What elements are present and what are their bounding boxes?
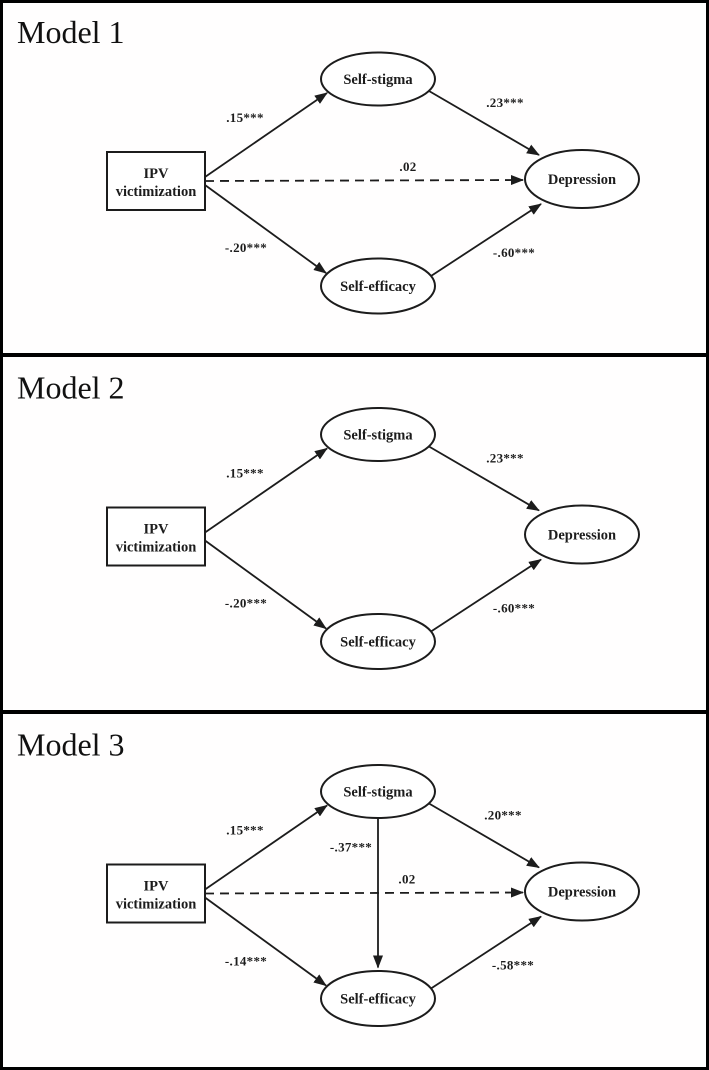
- self-stigma-label: Self-stigma: [343, 72, 413, 88]
- ipv-victimization-box: [106, 863, 206, 924]
- coef-ipv-to-depression-direct: .02: [398, 872, 415, 887]
- ipv-label-line2: victimization: [116, 897, 197, 913]
- coef-self-efficacy-to-depression: -.60***: [493, 601, 535, 616]
- self-stigma-node: [320, 51, 436, 107]
- self-efficacy-label: Self-efficacy: [340, 992, 416, 1008]
- model-2-diagram: Model 2 .15*** .23*** -.20*** -.60*** IP…: [17, 370, 640, 670]
- model-title: Model 3: [17, 727, 125, 763]
- model-1-panel: Model 1 .15*** .23*** .02 -.20*** -.60**…: [0, 0, 709, 356]
- path-ipv-to-depression-direct: [204, 175, 524, 186]
- coef-ipv-to-self-efficacy: -.20***: [225, 240, 267, 255]
- coef-ipv-to-depression-direct: .02: [399, 159, 416, 174]
- coef-self-stigma-to-depression: .23***: [486, 451, 524, 466]
- model-2-panel: Model 2 .15*** .23*** -.20*** -.60*** IP…: [0, 354, 709, 713]
- ipv-label-line1: IPV: [144, 166, 170, 182]
- depression-label: Depression: [548, 172, 616, 188]
- ipv-label-line2: victimization: [116, 540, 197, 556]
- model-title: Model 2: [17, 370, 125, 406]
- ipv-victimization-box: [106, 151, 206, 211]
- depression-label: Depression: [548, 528, 616, 544]
- self-efficacy-label: Self-efficacy: [340, 279, 416, 295]
- path-ipv-to-self-stigma: [204, 804, 328, 891]
- model-3-diagram: Model 3 .15*** .20*** -.37*** .02 -.14**…: [17, 727, 640, 1027]
- depression-node: [524, 504, 640, 565]
- self-efficacy-node: [320, 257, 436, 315]
- path-ipv-to-self-efficacy: [204, 539, 327, 630]
- self-stigma-node: [320, 407, 436, 462]
- path-self-stigma-to-depression: [428, 802, 540, 869]
- ipv-label-line1: IPV: [144, 522, 170, 538]
- coef-self-stigma-to-self-efficacy: -.37***: [330, 840, 372, 855]
- coef-self-efficacy-to-depression: -.58***: [492, 958, 534, 973]
- self-stigma-label: Self-stigma: [343, 785, 413, 801]
- path-ipv-to-self-efficacy: [204, 896, 327, 987]
- coef-ipv-to-self-efficacy: -.14***: [225, 954, 267, 969]
- coef-ipv-to-self-efficacy: -.20***: [225, 596, 267, 611]
- path-ipv-to-self-efficacy: [204, 184, 327, 274]
- path-self-stigma-to-depression: [428, 445, 540, 512]
- ipv-label-line1: IPV: [144, 879, 170, 895]
- self-efficacy-label: Self-efficacy: [340, 635, 416, 651]
- path-self-efficacy-to-depression: [430, 915, 542, 990]
- coef-ipv-to-self-stigma: .15***: [226, 110, 264, 125]
- coef-ipv-to-self-stigma: .15***: [226, 823, 264, 838]
- depression-node: [524, 861, 640, 922]
- path-ipv-to-depression-direct: [204, 887, 524, 898]
- self-efficacy-node: [320, 970, 436, 1027]
- path-ipv-to-self-stigma: [204, 447, 328, 534]
- depression-label: Depression: [548, 885, 616, 901]
- path-self-efficacy-to-depression: [430, 203, 542, 277]
- coef-ipv-to-self-stigma: .15***: [226, 466, 264, 481]
- model-3-panel: Model 3 .15*** .20*** -.37*** .02 -.14**…: [0, 711, 709, 1070]
- depression-node: [524, 149, 640, 209]
- coef-self-efficacy-to-depression: -.60***: [493, 245, 535, 260]
- self-stigma-node: [320, 764, 436, 819]
- path-ipv-to-self-stigma: [204, 92, 328, 178]
- coef-self-stigma-to-depression: .23***: [486, 95, 524, 110]
- path-self-stigma-to-depression: [428, 90, 540, 156]
- ipv-victimization-box: [106, 506, 206, 567]
- self-efficacy-node: [320, 613, 436, 670]
- ipv-label-line2: victimization: [116, 184, 197, 200]
- model-1-diagram: Model 1 .15*** .23*** .02 -.20*** -.60**…: [17, 14, 640, 315]
- self-stigma-label: Self-stigma: [343, 428, 413, 444]
- model-title: Model 1: [17, 14, 125, 50]
- coef-self-stigma-to-depression: .20***: [484, 808, 522, 823]
- path-self-efficacy-to-depression: [430, 558, 542, 633]
